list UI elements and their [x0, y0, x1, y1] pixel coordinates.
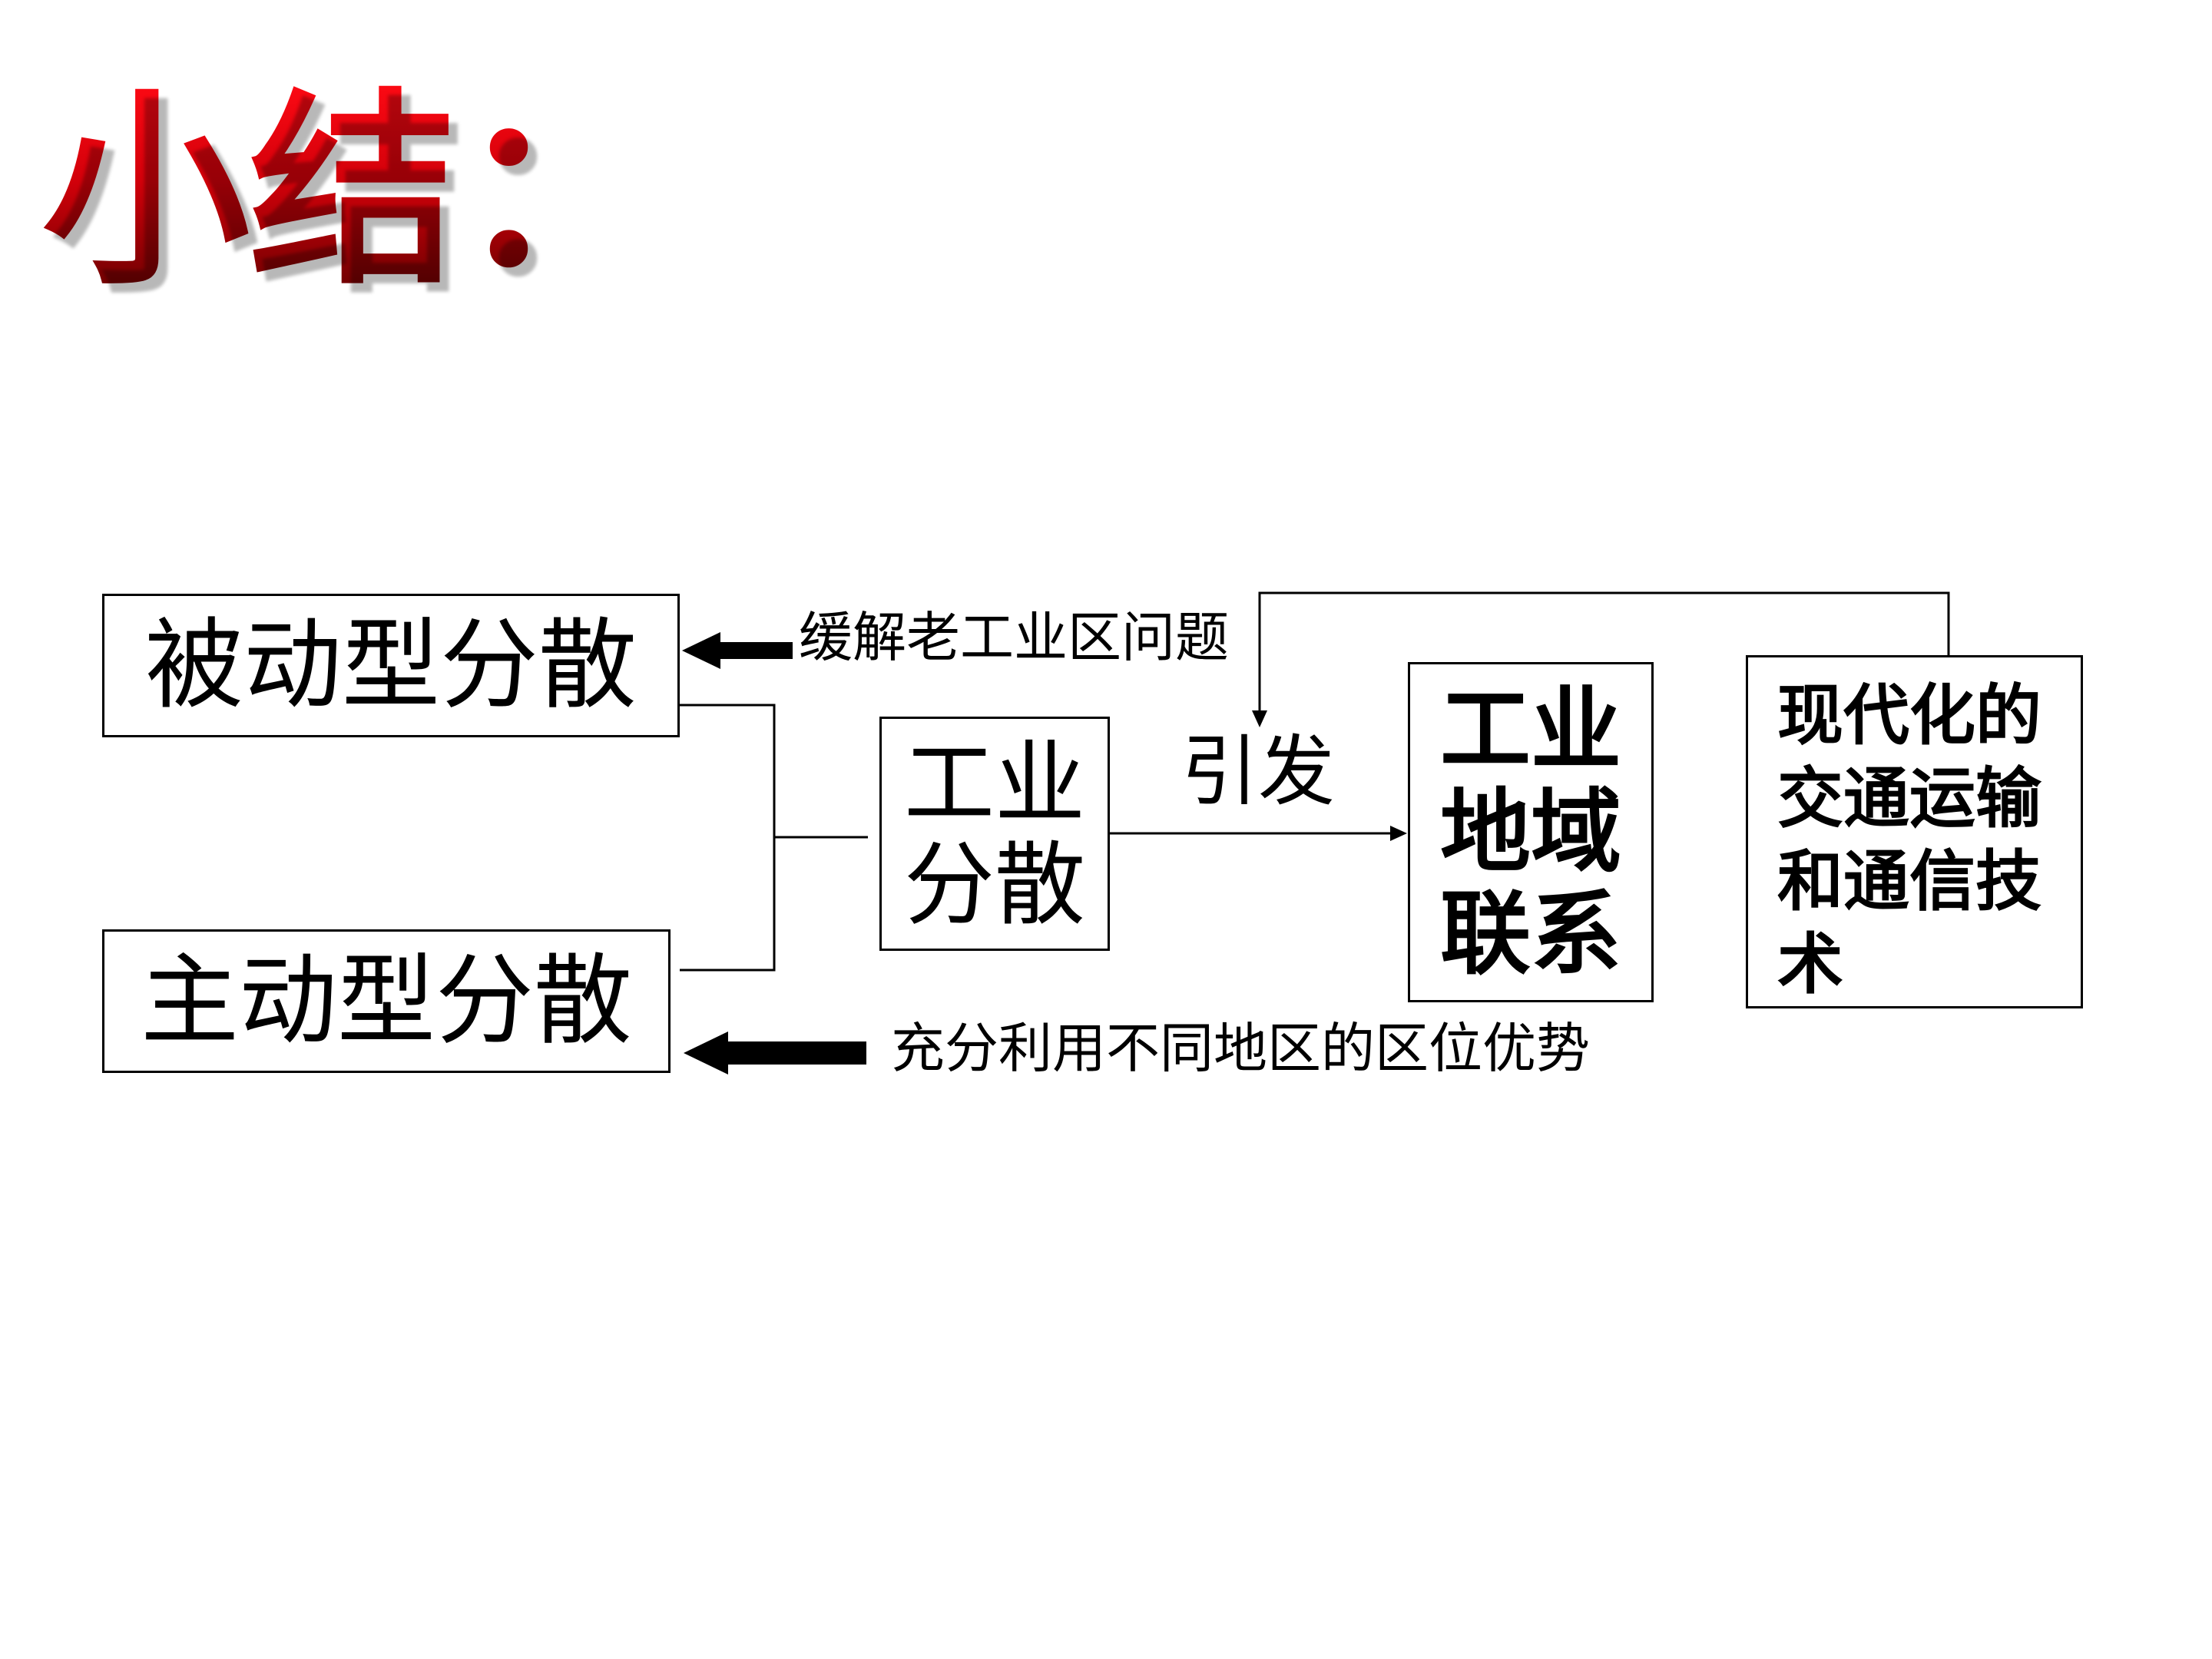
regional-linkage-box: 工业地域联系 — [1408, 662, 1654, 1002]
active-dispersal-box: 主动型分散 — [102, 929, 671, 1073]
trigger-arrowhead — [1390, 826, 1407, 841]
relieve-old-industry-caption: 缓解老工业区问题 — [799, 606, 1229, 669]
industrial-dispersal-box: 工业分散 — [879, 717, 1110, 951]
modern-transport-box: 现代化的交通运输和通信技术 — [1746, 655, 2083, 1008]
bracket-passive-line — [680, 704, 776, 837]
relieve-arrowhead — [682, 632, 720, 669]
trigger-caption: 引发 — [1181, 727, 1335, 816]
utilize-arrowhead — [684, 1031, 728, 1075]
bracket-active-line — [680, 837, 776, 972]
slide-title: 小结： — [42, 71, 664, 313]
active-dispersal-label: 主动型分散 — [140, 943, 632, 1058]
transport-feedback-line — [1258, 591, 1950, 713]
modern-transport-label: 现代化的交通运输和通信技术 — [1777, 677, 2041, 1003]
utilize-location-advantage-caption: 充分利用不同地区的区位优势 — [891, 1017, 1590, 1080]
passive-dispersal-box: 被动型分散 — [102, 594, 680, 737]
relieve-arrow-shaft — [713, 642, 793, 659]
utilize-arrow-shaft — [724, 1041, 866, 1065]
feedback-arrowhead — [1252, 710, 1267, 727]
passive-dispersal-label: 被动型分散 — [144, 608, 637, 723]
industrial-dispersal-label: 工业分散 — [903, 730, 1085, 938]
regional-linkage-label: 工业地域联系 — [1439, 677, 1621, 987]
